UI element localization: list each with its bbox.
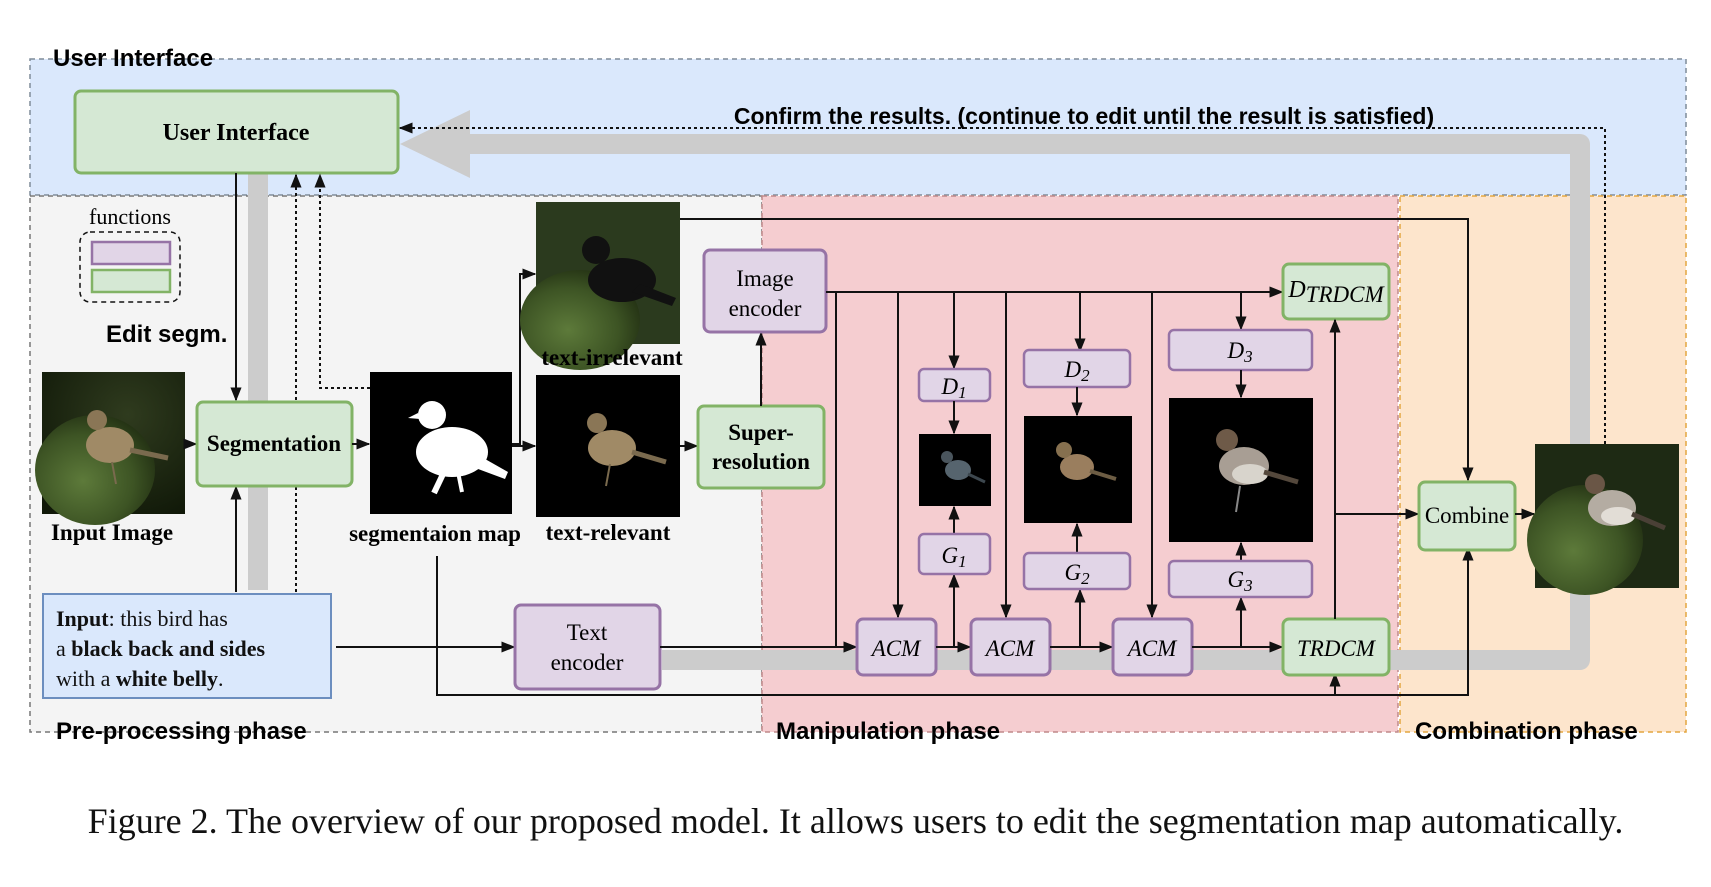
image-encoder-label-2: encoder (729, 296, 802, 321)
combination-phase-title: Combination phase (1415, 718, 1638, 745)
input-image-label: Input Image (51, 520, 173, 545)
map-to-irrelevant-arrow (512, 268, 537, 445)
segmentation-map-image (370, 372, 512, 514)
input-line-3-c: . (217, 666, 224, 691)
user-interface-label: User Interface (163, 120, 310, 146)
acm-2-label: ACM (984, 636, 1036, 661)
trdcm-label: TRDCM (1297, 636, 1377, 661)
g1-label: G1 (941, 543, 966, 571)
image-feature-bus (826, 286, 1284, 653)
input-text-box[interactable]: Input: this bird has a black back and si… (42, 593, 332, 699)
segmentation-map-label: segmentaion map (349, 521, 521, 546)
input-prefix: Input (56, 606, 109, 631)
text-relevant-label: text-relevant (546, 520, 671, 545)
stage-1-output-image (919, 434, 991, 506)
legend-frame (79, 231, 181, 303)
super-resolution-box[interactable] (696, 404, 826, 490)
g2-box[interactable] (1022, 551, 1132, 591)
input-line-1: Input: this bird has (56, 604, 318, 634)
confirm-results-label: Confirm the results. (continue to edit u… (734, 103, 1434, 129)
d3-label: D3 (1226, 338, 1252, 366)
stage-3-output-image (1169, 398, 1313, 542)
map-to-trdcm-line (436, 556, 1341, 696)
input-line-3-a: with a (56, 666, 116, 691)
text-encoder-label-1: Text (567, 620, 608, 645)
g1-box[interactable] (917, 532, 992, 576)
result-image (1527, 444, 1679, 595)
input-line-3-b: white belly (115, 666, 218, 691)
g3-label: G3 (1227, 567, 1252, 595)
map-to-combine-line (1335, 546, 1474, 696)
acm2-to-g2-arrow (1050, 588, 1086, 648)
text-irrelevant-image (520, 202, 680, 370)
text-encoder-box[interactable] (513, 603, 662, 691)
stage-2-output-image (1024, 416, 1132, 523)
acm1-to-g1-arrow (936, 573, 960, 648)
legend-green-function (90, 268, 172, 294)
acm-3-label: ACM (1126, 636, 1178, 661)
manipulation-phase-title: Manipulation phase (776, 718, 1000, 745)
input-line-2: a black back and sides (56, 634, 318, 664)
combine-box[interactable] (1417, 480, 1517, 552)
text-irrelevant-label: text-irrelevant (541, 345, 683, 370)
input-line-2-a: a (56, 636, 72, 661)
input-line-3: with a white belly. (56, 664, 318, 694)
g2-label: G2 (1064, 560, 1090, 588)
text-encoder-label-2: encoder (551, 650, 624, 675)
super-resolution-label-1: Super- (728, 420, 794, 445)
input-line-1-rest: : this bird has (108, 606, 228, 631)
image-encoder-label-1: Image (736, 266, 793, 291)
segmentation-label: Segmentation (207, 431, 341, 456)
pre-processing-phase-title: Pre-processing phase (56, 718, 307, 745)
edit-segm-label: Edit segm. (106, 321, 227, 348)
ui-phase-title: User Interface (53, 45, 213, 72)
super-resolution-label-2: resolution (712, 449, 810, 474)
segmap-to-ui-dotted (314, 173, 370, 389)
combine-label: Combine (1425, 503, 1509, 528)
d2-label: D2 (1063, 357, 1090, 385)
figure-caption: Figure 2. The overview of our proposed m… (87, 801, 1624, 841)
irrelevant-to-combine-line (680, 218, 1474, 482)
d1-label: D1 (940, 374, 966, 402)
acm3-to-g3-arrow (1192, 596, 1247, 648)
input-line-2-b: black back and sides (71, 636, 266, 661)
d-trdcm-label: DTRDCM (1287, 277, 1385, 307)
input-image (35, 372, 185, 525)
legend-title: functions (89, 204, 171, 229)
g3-box[interactable] (1167, 559, 1314, 599)
acm-1-label: ACM (870, 636, 922, 661)
legend-purple-function (90, 240, 172, 266)
text-relevant-image (536, 375, 680, 517)
